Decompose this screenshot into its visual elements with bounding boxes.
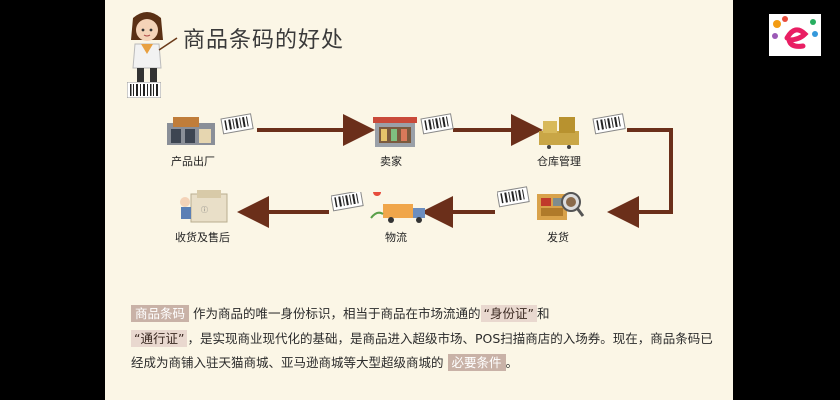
step-label-factory: 产品出厂 [171, 155, 215, 168]
highlight-requirement: 必要条件 [447, 354, 506, 371]
step-label-logistics: 物流 [385, 231, 407, 244]
title-barcode-icon [126, 81, 162, 99]
step-warehouse [535, 113, 630, 153]
highlight-barcode: 商品条码 [131, 305, 190, 322]
paragraph-text-4: 。 [505, 355, 519, 370]
step-factory [165, 113, 255, 173]
logo [769, 14, 821, 56]
description-paragraph: 商品条码 作为商品的唯一身份标识，相当于商品在市场流通的“身份证”和 “通行证”… [131, 302, 721, 376]
step-label-seller: 卖家 [380, 155, 402, 168]
highlight-pass: “通行证” [131, 329, 188, 347]
step-label-shipping: 发货 [547, 231, 569, 244]
step-receive: ⓘ [177, 186, 237, 226]
step-label-warehouse: 仓库管理 [537, 155, 581, 168]
paragraph-text-3: ，是实现商业现代化的基础，是商品进入超级市场、POS扫描商店的入场券。现在，商品… [131, 330, 713, 371]
logistics-truck-icon [330, 188, 425, 223]
factory-icon [167, 113, 254, 145]
slide: 商品条码的好处 产品出厂 [105, 0, 733, 400]
warehouse-icon [539, 113, 626, 149]
step-logistics [330, 188, 431, 228]
shipping-icon [496, 186, 585, 220]
svg-text:ⓘ: ⓘ [201, 206, 208, 214]
brand-logo-icon [772, 16, 818, 49]
step-shipping [496, 186, 587, 226]
slide-title: 商品条码的好处 [183, 28, 345, 53]
teacher-icon [131, 12, 178, 82]
store-icon [373, 113, 454, 147]
highlight-id-card: “身份证” [480, 305, 537, 322]
logo-panel [733, 0, 840, 400]
step-label-receive: 收货及售后 [175, 231, 230, 244]
paragraph-text-2: 和 [536, 306, 550, 321]
teacher-character [115, 8, 179, 88]
delivery-box-icon: ⓘ [180, 190, 228, 223]
flow-arrows [237, 114, 673, 228]
paragraph-text-1: 作为商品的唯一身份标识，相当于商品在市场流通的 [193, 306, 481, 321]
step-seller [371, 113, 461, 153]
